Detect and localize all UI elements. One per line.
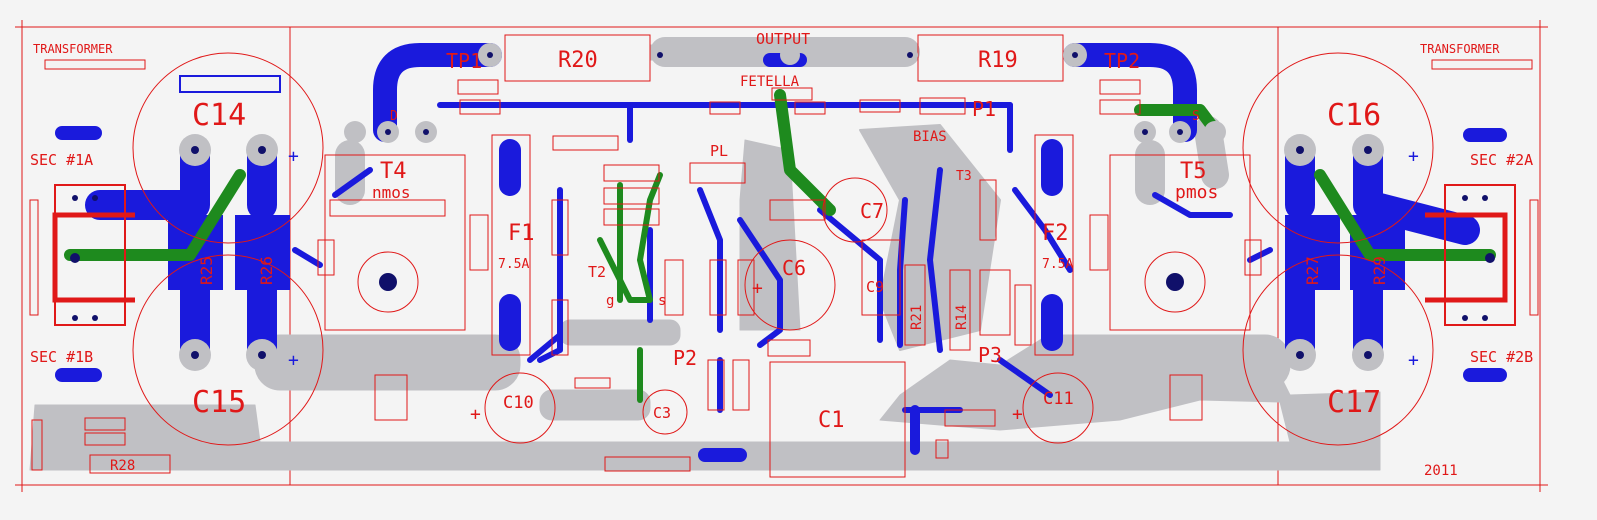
- output-label: OUTPUT: [756, 30, 810, 48]
- fetella-label: FETELLA: [740, 74, 800, 90]
- t5-sub-label: pmos: [1175, 182, 1218, 203]
- r19-label: R19: [978, 48, 1018, 73]
- r28-label: R28: [110, 458, 135, 474]
- pads: [179, 43, 1384, 371]
- t4-mounting-hole: [357, 251, 419, 313]
- year-label: 2011: [1424, 463, 1458, 479]
- f1-label: F1: [508, 221, 535, 246]
- c9-label: C9: [866, 278, 884, 296]
- pad-drills: [70, 52, 1495, 359]
- plus-c16: +: [1408, 146, 1419, 167]
- t4-label: T4: [380, 159, 407, 184]
- plus-c17: +: [1408, 350, 1419, 371]
- p2-label: P2: [673, 346, 697, 370]
- t4-sub-label: nmos: [372, 183, 411, 202]
- r20-label: R20: [558, 48, 598, 73]
- p1-label: P1: [972, 97, 996, 121]
- silkscreen: [29, 34, 1539, 478]
- r21-label: R21: [909, 305, 925, 330]
- sec-connectors: [52, 212, 1508, 303]
- board-outline: [15, 20, 1548, 492]
- r14-label: R14: [954, 305, 970, 330]
- tp1-label: TP1: [446, 49, 482, 73]
- g-mark: g: [606, 293, 614, 309]
- c14-label: C14: [192, 98, 246, 133]
- f2-value: 7.5A: [1042, 257, 1073, 272]
- bias-label: BIAS: [913, 129, 947, 145]
- top-copper: [64, 89, 1496, 403]
- s-mark-t2: s: [658, 293, 666, 309]
- c7-label: C7: [860, 199, 884, 223]
- c6-label: C6: [782, 256, 806, 280]
- sec-1b-label: SEC #1B: [30, 348, 93, 366]
- sec-2b-label: SEC #2B: [1470, 348, 1533, 366]
- r29-label: R29: [1370, 256, 1389, 285]
- plus-c14: +: [288, 146, 299, 167]
- c11-label: C11: [1043, 389, 1074, 409]
- s-mark: S: [1192, 109, 1200, 124]
- plus-c11: +: [1012, 404, 1023, 425]
- r25-label: R25: [197, 256, 216, 285]
- transformer-left-label: TRANSFORMER: [33, 42, 113, 56]
- t2-label: T2: [588, 263, 606, 281]
- c10-label: C10: [503, 393, 534, 413]
- c16-label: C16: [1327, 98, 1381, 133]
- t5-label: T5: [1180, 159, 1207, 184]
- plus-c6: +: [752, 278, 763, 299]
- plus-c15: +: [288, 350, 299, 371]
- silkscreen-text: TRANSFORMER TRANSFORMER OUTPUT FETELLA B…: [30, 30, 1533, 479]
- d-mark: D: [390, 109, 398, 124]
- c15-label: C15: [192, 385, 246, 420]
- f1-value: 7.5A: [498, 257, 529, 272]
- r27-label: R27: [1303, 256, 1322, 285]
- c1-label: C1: [818, 408, 845, 433]
- r26-label: R26: [257, 256, 276, 285]
- c17-label: C17: [1327, 385, 1381, 420]
- t3-label: T3: [956, 169, 972, 184]
- tp2-label: TP2: [1104, 49, 1140, 73]
- c3-label: C3: [653, 404, 671, 422]
- t5-mounting-hole: [1144, 251, 1206, 313]
- plus-c10: +: [470, 404, 481, 425]
- sec-1a-label: SEC #1A: [30, 151, 93, 169]
- transformer-right-label: TRANSFORMER: [1420, 42, 1500, 56]
- f2-label: F2: [1042, 221, 1069, 246]
- p3-label: P3: [978, 343, 1002, 367]
- pl-label: PL: [710, 142, 728, 160]
- sec-2a-label: SEC #2A: [1470, 151, 1533, 169]
